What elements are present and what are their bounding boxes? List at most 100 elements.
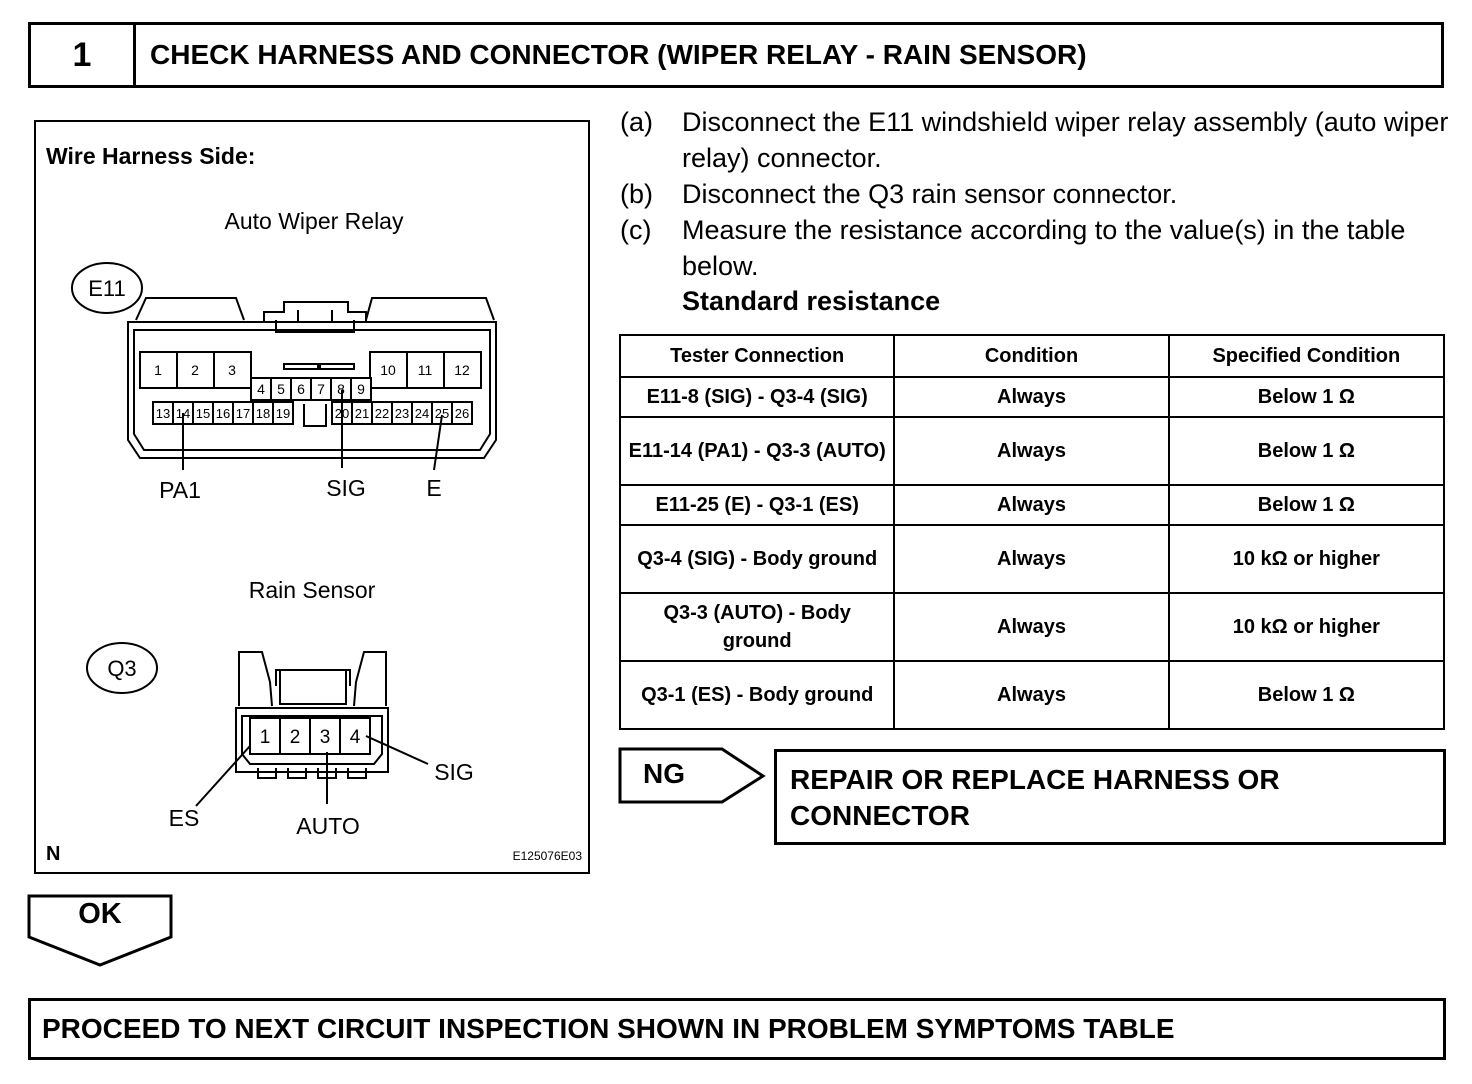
sensor-callout-lines <box>195 735 429 807</box>
sensor-callout-es: ES <box>169 805 200 831</box>
sensor-pin-label: 4 <box>350 727 361 748</box>
relay-pin-label: 9 <box>357 381 365 397</box>
diagram-corner-letter: N <box>46 843 60 865</box>
table-cell: E11-8 (SIG) - Q3-4 (SIG) <box>618 376 896 418</box>
table-cell: Q3-3 (AUTO) - Body ground <box>618 592 896 662</box>
table-cell: Below 1 Ω <box>1167 660 1446 730</box>
relay-connector-id-ellipse <box>71 262 143 314</box>
table-cell: Always <box>893 524 1170 594</box>
relay-pin-label: 25 <box>435 406 449 421</box>
relay-pin-label: 5 <box>277 381 285 397</box>
relay-callout-sig: SIG <box>326 475 366 501</box>
table-cell: Always <box>893 660 1170 730</box>
standard-resistance-heading: Standard resistance <box>682 286 941 316</box>
relay-pin-label: 4 <box>257 381 265 397</box>
instruction-label: (a) <box>620 107 653 137</box>
table-row: Q3-3 (AUTO) - Body ground Always 10 kΩ o… <box>618 592 1446 662</box>
table-row: E11-8 (SIG) - Q3-4 (SIG) Always Below 1 … <box>618 376 1446 418</box>
table-cell: Below 1 Ω <box>1167 376 1446 418</box>
relay-pin-label: 13 <box>156 406 170 421</box>
sensor-pin-cells <box>249 717 371 755</box>
relay-pin-label: 15 <box>196 406 210 421</box>
relay-title: Auto Wiper Relay <box>225 208 404 234</box>
sensor-connector-id: Q3 <box>107 656 136 681</box>
table-row: Q3-1 (ES) - Body ground Always Below 1 Ω <box>618 660 1446 730</box>
table-cell: Q3-1 (ES) - Body ground <box>618 660 896 730</box>
relay-pin-cells <box>139 351 482 425</box>
relay-pin-label: 1 <box>154 362 162 378</box>
relay-connector-body <box>127 297 497 459</box>
resistance-table: Tester Connection Condition Specified Co… <box>618 334 1446 730</box>
instruction-item: (c) Measure the resistance according to … <box>620 212 1450 284</box>
relay-pin-numbers: 1 2 3 10 11 12 4 5 6 7 8 9 13 14 15 16 1… <box>154 362 470 421</box>
sensor-callout-sig: SIG <box>434 759 474 785</box>
relay-pin-label: 22 <box>375 406 389 421</box>
relay-pin-label: 16 <box>216 406 230 421</box>
table-cell: E11-14 (PA1) - Q3-3 (AUTO) <box>618 416 896 486</box>
table-cell: 10 kΩ or higher <box>1167 592 1446 662</box>
column-header: Condition <box>893 334 1170 378</box>
relay-pin-label: 7 <box>317 381 325 397</box>
relay-pin-label: 11 <box>418 362 433 378</box>
relay-pin-label: 18 <box>256 406 270 421</box>
table-cell: E11-25 (E) - Q3-1 (ES) <box>618 484 896 526</box>
proceed-box: PROCEED TO NEXT CIRCUIT INSPECTION SHOWN… <box>28 998 1446 1060</box>
sensor-callout-auto: AUTO <box>296 813 359 839</box>
instruction-label: (c) <box>620 215 652 245</box>
relay-pin-label: 8 <box>337 381 345 397</box>
table-header-row: Tester Connection Condition Specified Co… <box>618 334 1446 378</box>
ng-action-box: REPAIR OR REPLACE HARNESS OR CONNECTOR <box>774 749 1446 845</box>
relay-callout-e: E <box>426 475 441 501</box>
relay-callout-lines <box>182 390 443 471</box>
connector-diagram-svg: Wire Harness Side: Auto Wiper Relay E11 <box>46 143 583 865</box>
table-cell: Always <box>893 484 1170 526</box>
sensor-pin-numbers: 1 2 3 4 <box>260 727 361 748</box>
figure-code: E125076E03 <box>513 849 583 863</box>
table-cell: Q3-4 (SIG) - Body ground <box>618 524 896 594</box>
table-cell: Below 1 Ω <box>1167 416 1446 486</box>
relay-pin-label: 26 <box>455 406 469 421</box>
relay-callout-pa1: PA1 <box>159 477 201 503</box>
instruction-item: (a) Disconnect the E11 windshield wiper … <box>620 104 1450 176</box>
instruction-label: (b) <box>620 179 653 209</box>
sensor-connector-id-ellipse <box>86 642 158 694</box>
instruction-item: (b) Disconnect the Q3 rain sensor connec… <box>620 176 1450 212</box>
sensor-pin-label: 1 <box>260 727 271 748</box>
ng-label: NG <box>643 758 685 789</box>
instruction-text: Measure the resistance according to the … <box>682 215 1406 281</box>
step-header <box>28 22 1444 88</box>
relay-pin-label: 17 <box>236 406 250 421</box>
sensor-connector-body <box>235 651 389 779</box>
instruction-text: Disconnect the E11 windshield wiper rela… <box>682 107 1449 173</box>
relay-pin-label: 12 <box>454 362 470 378</box>
ok-label: OK <box>78 898 122 930</box>
ok-arrow-shape <box>27 894 173 967</box>
table-row: E11-25 (E) - Q3-1 (ES) Always Below 1 Ω <box>618 484 1446 526</box>
step-number: 1 <box>31 25 136 85</box>
ng-arrow-shape <box>618 747 766 804</box>
column-header: Specified Condition <box>1167 334 1446 378</box>
wire-harness-heading: Wire Harness Side: <box>46 143 255 169</box>
sensor-pin-label: 2 <box>290 727 301 748</box>
relay-pin-label: 3 <box>228 362 236 378</box>
instruction-text: Disconnect the Q3 rain sensor connector. <box>682 179 1178 209</box>
table-cell: Always <box>893 376 1170 418</box>
sensor-pin-label: 3 <box>320 727 331 748</box>
table-row: Q3-4 (SIG) - Body ground Always 10 kΩ or… <box>618 524 1446 594</box>
relay-pin-label: 23 <box>395 406 409 421</box>
relay-pin-label: 6 <box>297 381 305 397</box>
table-cell: Always <box>893 416 1170 486</box>
table-cell: Below 1 Ω <box>1167 484 1446 526</box>
step-title: CHECK HARNESS AND CONNECTOR (WIPER RELAY… <box>150 39 1087 70</box>
relay-pin-label: 21 <box>355 406 369 421</box>
column-header: Tester Connection <box>618 334 896 378</box>
instruction-list: (a) Disconnect the E11 windshield wiper … <box>620 104 1450 284</box>
relay-pin-label: 24 <box>415 406 429 421</box>
relay-pin-label: 10 <box>380 362 396 378</box>
relay-pin-label: 2 <box>191 362 199 378</box>
sensor-title: Rain Sensor <box>249 577 376 603</box>
relay-connector-id: E11 <box>88 276 126 301</box>
table-cell: 10 kΩ or higher <box>1167 524 1446 594</box>
table-cell: Always <box>893 592 1170 662</box>
connector-diagram: Wire Harness Side: Auto Wiper Relay E11 <box>34 120 590 874</box>
